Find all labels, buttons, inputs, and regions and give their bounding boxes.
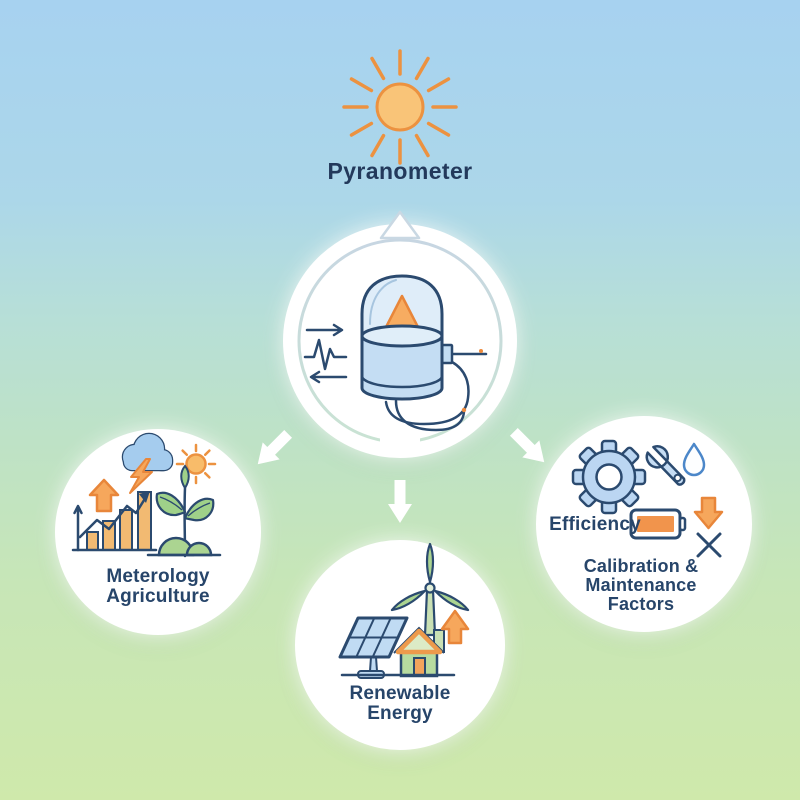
connector-arrow-to-renewable-icon: [388, 480, 412, 523]
output-wire-icon: [450, 349, 488, 356]
solar-panel-icon: [338, 616, 409, 679]
bar-chart-icon: [71, 491, 158, 552]
house-icon: [393, 626, 445, 678]
water-drop-icon: [682, 442, 706, 477]
node-label-meteorology: Meterology Agriculture: [106, 566, 210, 607]
node-circle-renewable: [295, 540, 505, 750]
gear-icon: [571, 439, 647, 515]
x-mark-icon: [696, 532, 722, 558]
pyranometer-device-icon: [297, 210, 503, 448]
connector-arrow-to-meteorology-icon: [257, 429, 293, 465]
battery-icon: [629, 508, 687, 540]
calibration-maintenance-icons: [571, 439, 724, 558]
arrow-right-icon: [305, 323, 344, 337]
meteorology-agriculture-icons: [71, 432, 222, 558]
down-arrow-icon: [693, 496, 724, 530]
up-arrow-icon: [88, 478, 120, 513]
sun-icon: [342, 49, 458, 165]
trend-line-icon: [78, 495, 148, 539]
page-title: Pyranometer: [327, 158, 473, 184]
renewable-energy-icons: [338, 542, 470, 679]
efficiency-label: Efficiency: [549, 514, 641, 535]
node-label-renewable: Renewable Energy: [349, 683, 451, 724]
node-label-calibration: Calibration & Maintenance Factors: [583, 556, 699, 614]
plant-icon: [146, 464, 222, 558]
cylinder-body-icon: [360, 324, 444, 401]
cycle-arrowhead-icon: [379, 210, 421, 240]
signal-waveform-icon: [303, 323, 348, 384]
wrench-icon: [645, 445, 686, 486]
small-sun-icon: [175, 443, 217, 485]
cycle-ring: [297, 210, 503, 448]
up-arrow-icon: [440, 609, 470, 645]
connector-arrow-to-calibration-icon: [509, 427, 545, 463]
lightning-icon: [129, 458, 153, 494]
wind-turbine-icon: [390, 542, 470, 653]
arrow-left-icon: [309, 370, 348, 384]
cable-icon: [384, 360, 470, 432]
